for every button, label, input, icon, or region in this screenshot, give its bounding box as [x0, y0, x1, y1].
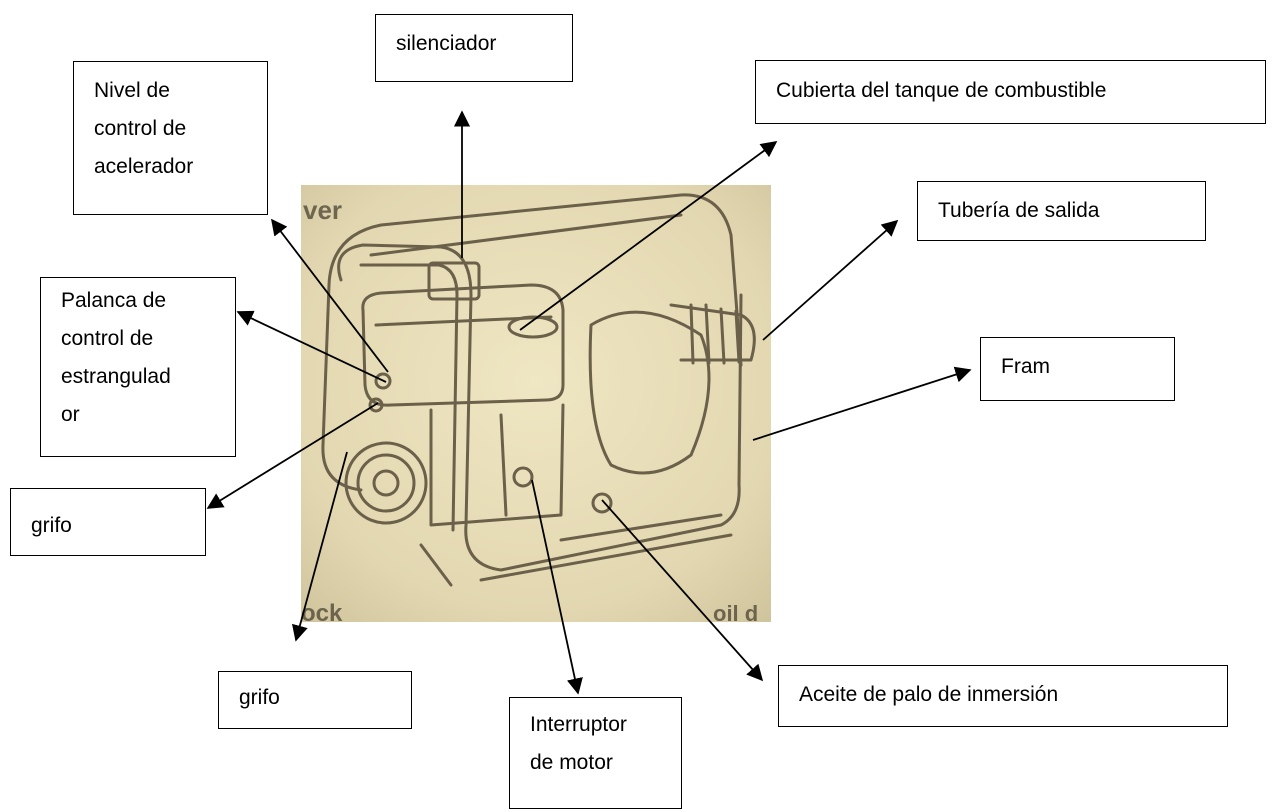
label-aceite-palo: Aceite de palo de inmersión: [778, 665, 1228, 727]
pump-illustration: ver ock oil d: [301, 185, 771, 622]
label-silenciador-text: silenciador: [396, 32, 497, 55]
label-cubierta-tanque: Cubierta del tanque de combustible: [755, 60, 1266, 124]
label-cubierta-text: Cubierta del tanque de combustible: [776, 79, 1107, 102]
label-nivel-line3: acelerador: [94, 155, 194, 178]
label-nivel-control-acelerador: Nivel de control de acelerador: [73, 61, 268, 215]
label-nivel-line1: Nivel de: [94, 79, 170, 102]
label-palanca-estrangulador: Palanca de control de estrangulad or: [40, 277, 236, 457]
arrow-aceite: [601, 499, 764, 682]
scan-text-oil: oil d: [713, 601, 758, 622]
pump-drawing: ver ock oil d: [301, 185, 771, 622]
arrow-nivel-acelerador: [271, 218, 389, 373]
arrow-grifo-left: [206, 402, 379, 509]
scan-text-ver: ver: [303, 195, 342, 225]
label-palanca-line1: Palanca de: [61, 289, 167, 312]
scan-text-ock: ock: [301, 600, 343, 622]
label-grifo-bottom: grifo: [218, 671, 412, 729]
label-tuberia-text: Tubería de salida: [938, 199, 1100, 222]
label-aceite-text: Aceite de palo de inmersión: [799, 683, 1059, 706]
arrow-tuberia: [762, 219, 899, 341]
label-palanca-line3: estrangulad: [61, 365, 171, 388]
label-interruptor-line2: de motor: [530, 751, 613, 774]
arrow-grifo-bottom: [291, 451, 348, 642]
label-grifo-left: grifo: [10, 488, 206, 556]
arrow-fram: [752, 366, 972, 441]
label-interruptor-line1: Interruptor: [530, 713, 627, 736]
label-nivel-line2: control de: [94, 117, 187, 140]
label-silenciador: silenciador: [375, 14, 573, 82]
label-palanca-line2: control de: [61, 327, 154, 350]
label-fram-text: Fram: [1001, 355, 1050, 378]
arrow-cubierta: [519, 141, 778, 331]
label-tuberia-salida: Tubería de salida: [917, 181, 1206, 241]
pump-linework: [321, 193, 756, 587]
label-grifo-left-text: grifo: [31, 514, 72, 537]
arrow-palanca: [236, 310, 387, 383]
label-fram: Fram: [980, 337, 1175, 401]
label-interruptor-motor: Interruptor de motor: [509, 697, 682, 809]
label-palanca-line4: or: [61, 403, 80, 426]
label-grifo-bottom-text: grifo: [239, 686, 280, 709]
arrow-interruptor: [531, 479, 583, 695]
